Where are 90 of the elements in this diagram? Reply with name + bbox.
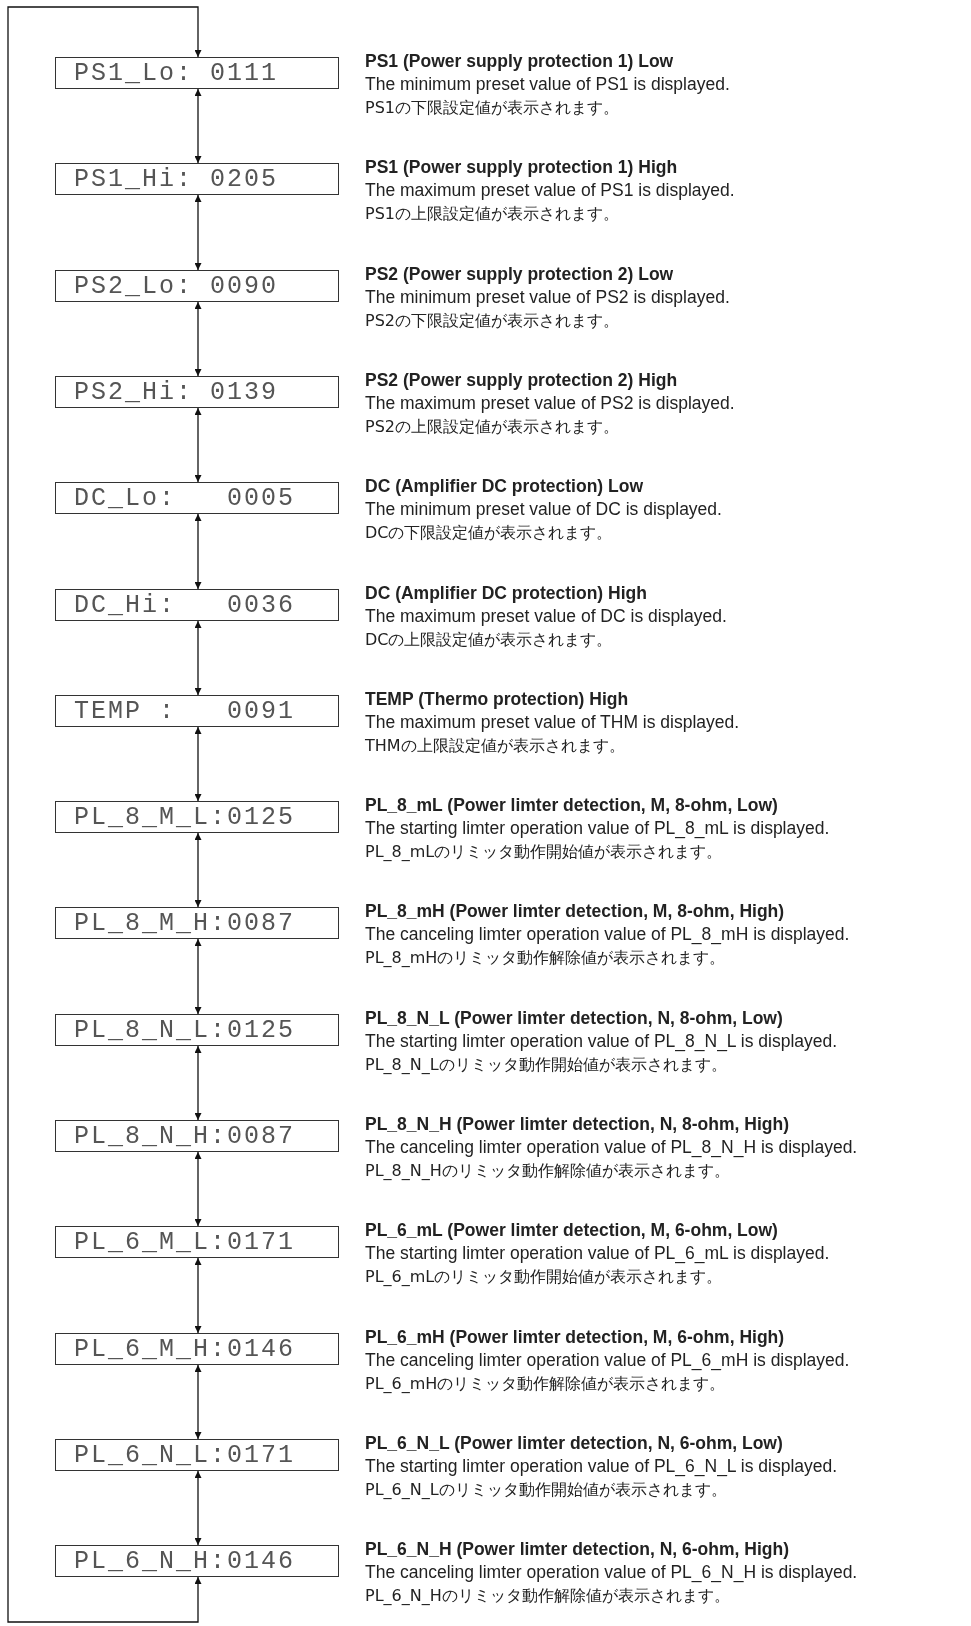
setting-heading: PL_8_mL (Power limter detection, M, 8-ohm, Low) xyxy=(365,794,779,817)
display-readout: DC_Hi: 0036 xyxy=(73,590,296,620)
setting-description: The maximum preset value of PS2 is displayed. xyxy=(365,392,735,415)
display-box xyxy=(55,376,339,408)
double-arrow xyxy=(194,88,202,164)
setting-heading: PL_6_mH (Power limter detection, M, 6-ohm, High) xyxy=(365,1326,786,1349)
double-arrow xyxy=(194,938,202,1015)
setting-heading: PL_8_N_L (Power limter detection, N, 8-ohm, Low) xyxy=(365,1007,784,1030)
display-box xyxy=(55,1545,339,1577)
setting-heading: PS2 (Power supply protection 2) Low xyxy=(365,263,675,286)
setting-description: PL_6_N_Lのリミッタ動作開始値が表示されます。 xyxy=(365,1479,728,1501)
double-arrow xyxy=(194,513,202,590)
display-readout: PS1_Hi: 0205 xyxy=(73,164,279,194)
setting-description: The minimum preset value of PS2 is displayed. xyxy=(365,286,730,309)
setting-heading: TEMP (Thermo protection) High xyxy=(365,688,630,711)
setting-description: THMの上限設定値が表示されます。 xyxy=(365,735,626,757)
display-box xyxy=(55,482,339,514)
setting-heading: PS1 (Power supply protection 1) High xyxy=(365,156,679,179)
setting-description: The starting limter operation value of PL_6_N_L is displayed. xyxy=(365,1455,838,1478)
setting-description: The starting limter operation value of PL_8_N_L is displayed. xyxy=(365,1030,838,1053)
display-readout: PL_8_M_L:0125 xyxy=(73,802,296,832)
display-readout: PS2_Lo: 0090 xyxy=(73,271,279,301)
setting-description: The canceling limter operation value of PL_6_N_H is displayed. xyxy=(365,1561,858,1584)
setting-description: The maximum preset value of PS1 is displayed. xyxy=(365,179,735,202)
setting-description: The starting limter operation value of PL_8_mL is displayed. xyxy=(365,817,830,840)
setting-description: PL_8_mHのリミッタ動作解除値が表示されます。 xyxy=(365,947,727,969)
setting-description: The starting limter operation value of PL_6_mL is displayed. xyxy=(365,1242,830,1265)
display-readout: PL_8_N_L:0125 xyxy=(73,1015,296,1045)
display-box xyxy=(55,1120,339,1152)
double-arrow xyxy=(194,1045,202,1121)
display-readout: PL_6_N_H:0146 xyxy=(73,1546,296,1576)
setting-heading: DC (Amplifier DC protection) Low xyxy=(365,475,645,498)
setting-description: The maximum preset value of THM is displayed. xyxy=(365,711,740,734)
double-arrow xyxy=(7,6,202,1623)
double-arrow xyxy=(194,1257,202,1334)
display-box xyxy=(55,270,339,302)
setting-heading: PL_6_N_L (Power limter detection, N, 6-ohm, Low) xyxy=(365,1432,784,1455)
display-box xyxy=(55,57,339,89)
setting-heading: PL_8_mH (Power limter detection, M, 8-ohm, High) xyxy=(365,900,786,923)
display-readout: TEMP : 0091 xyxy=(73,696,296,726)
display-readout: PL_6_M_L:0171 xyxy=(73,1227,296,1257)
setting-description: PS1の上限設定値が表示されます。 xyxy=(365,203,620,225)
display-box xyxy=(55,695,339,727)
setting-description: PL_8_N_Lのリミッタ動作開始値が表示されます。 xyxy=(365,1054,728,1076)
display-box xyxy=(55,163,339,195)
display-box xyxy=(55,1333,339,1365)
display-box xyxy=(55,589,339,621)
setting-description: PS1の下限設定値が表示されます。 xyxy=(365,97,620,119)
display-readout: PS2_Hi: 0139 xyxy=(73,377,279,407)
setting-heading: PL_6_N_H (Power limter detection, N, 6-ohm, High) xyxy=(365,1538,790,1561)
display-readout: PL_8_M_H:0087 xyxy=(73,908,296,938)
double-arrow xyxy=(194,1151,202,1227)
double-arrow xyxy=(194,194,202,271)
double-arrow xyxy=(194,407,202,483)
setting-description: DCの上限設定値が表示されます。 xyxy=(365,629,614,651)
double-arrow xyxy=(194,726,202,802)
setting-description: PL_6_mLのリミッタ動作開始値が表示されます。 xyxy=(365,1266,724,1288)
setting-description: DCの下限設定値が表示されます。 xyxy=(365,522,614,544)
setting-description: The minimum preset value of DC is displayed. xyxy=(365,498,722,521)
display-box xyxy=(55,1226,339,1258)
setting-heading: PL_8_N_H (Power limter detection, N, 8-ohm, High) xyxy=(365,1113,790,1136)
setting-description: PL_8_N_Hのリミッタ動作解除値が表示されます。 xyxy=(365,1160,731,1182)
display-readout: DC_Lo: 0005 xyxy=(73,483,296,513)
setting-heading: PS1 (Power supply protection 1) Low xyxy=(365,50,675,73)
setting-description: The canceling limter operation value of PL_8_N_H is displayed. xyxy=(365,1136,858,1159)
display-box xyxy=(55,1014,339,1046)
double-arrow xyxy=(194,832,202,908)
double-arrow xyxy=(194,301,202,377)
setting-description: The minimum preset value of PS1 is displayed. xyxy=(365,73,730,96)
setting-description: PS2の上限設定値が表示されます。 xyxy=(365,416,620,438)
setting-description: The canceling limter operation value of PL_8_mH is displayed. xyxy=(365,923,850,946)
double-arrow xyxy=(194,1470,202,1546)
setting-description: The canceling limter operation value of PL_6_mH is displayed. xyxy=(365,1349,850,1372)
display-readout: PL_8_N_H:0087 xyxy=(73,1121,296,1151)
setting-description: PL_8_mLのリミッタ動作開始値が表示されます。 xyxy=(365,841,724,863)
display-readout: PL_6_N_L:0171 xyxy=(73,1440,296,1470)
display-readout: PS1_Lo: 0111 xyxy=(73,58,279,88)
display-box xyxy=(55,801,339,833)
setting-heading: PS2 (Power supply protection 2) High xyxy=(365,369,679,392)
display-box xyxy=(55,907,339,939)
setting-heading: DC (Amplifier DC protection) High xyxy=(365,582,648,605)
display-readout: PL_6_M_H:0146 xyxy=(73,1334,296,1364)
setting-description: PS2の下限設定値が表示されます。 xyxy=(365,310,620,332)
double-arrow xyxy=(194,1364,202,1440)
setting-description: PL_6_mHのリミッタ動作解除値が表示されます。 xyxy=(365,1373,727,1395)
setting-description: The maximum preset value of DC is displayed. xyxy=(365,605,727,628)
double-arrow xyxy=(194,620,202,696)
display-box xyxy=(55,1439,339,1471)
setting-description: PL_6_N_Hのリミッタ動作解除値が表示されます。 xyxy=(365,1585,731,1607)
setting-heading: PL_6_mL (Power limter detection, M, 6-ohm, Low) xyxy=(365,1219,779,1242)
